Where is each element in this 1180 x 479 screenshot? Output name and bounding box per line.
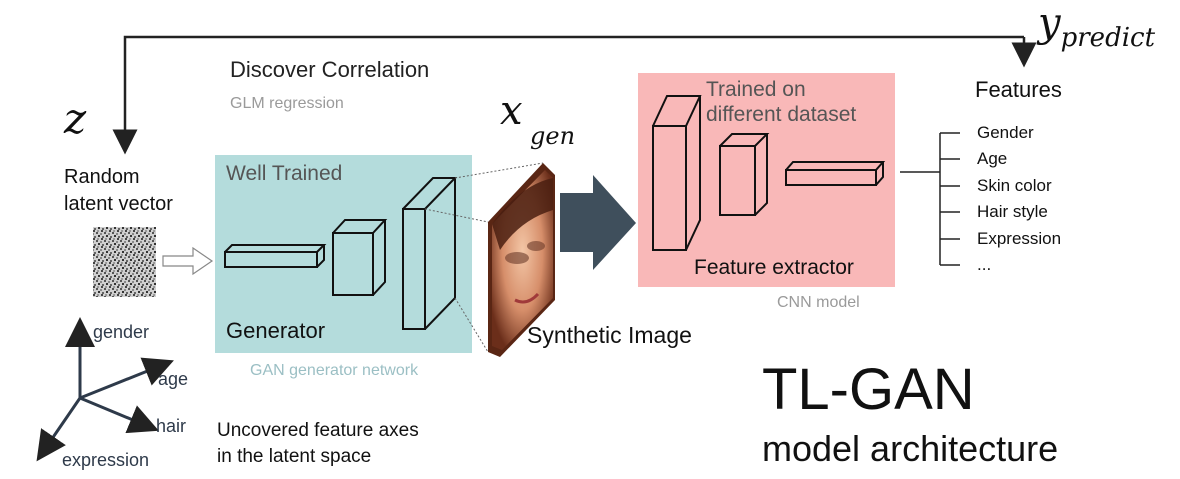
feature-item: Expression <box>977 229 1062 248</box>
axis-label-hair: hair <box>156 416 187 436</box>
extractor-name: Feature extractor <box>694 256 854 279</box>
diagram-title: TL-GAN <box>762 357 975 422</box>
x-symbol: x <box>500 88 523 134</box>
axes-caption-line1: Uncovered feature axes <box>217 420 419 441</box>
generator-box <box>215 155 472 353</box>
z-symbol: z <box>64 94 87 143</box>
discover-subtitle: GLM regression <box>230 95 344 112</box>
feature-item: Gender <box>977 123 1034 142</box>
y-predict-label: ypredict <box>1038 0 1155 53</box>
features-tree <box>900 132 960 266</box>
x-gen-label: x <box>500 88 523 134</box>
extractor-top-label-line1: Trained on <box>706 78 806 101</box>
synthetic-face-image <box>488 163 555 357</box>
generator-caption: GAN generator network <box>250 362 419 379</box>
axis-label-age: age <box>158 369 189 389</box>
extractor-layers <box>652 95 886 251</box>
input-label-line1: Random <box>64 166 140 188</box>
latent-axes <box>36 317 174 462</box>
feature-item: Age <box>977 149 1008 168</box>
projection-lines <box>424 162 544 353</box>
features-title: Features <box>975 77 1062 102</box>
y-symbol: y <box>1038 0 1061 46</box>
generator-top-label: Well Trained <box>226 162 343 185</box>
discover-title: Discover Correlation <box>230 57 430 82</box>
extractor-top-label-line2: different dataset <box>706 103 857 126</box>
image-caption: Synthetic Image <box>527 322 692 348</box>
feature-item: Skin color <box>977 176 1052 195</box>
extractor-caption: CNN model <box>777 294 860 311</box>
to-extractor-arrow <box>560 175 636 270</box>
axis-label-gender: gender <box>93 322 150 342</box>
y-subscript: predict <box>1060 23 1156 53</box>
feature-item: ... <box>977 255 992 274</box>
input-label-line2: latent vector <box>64 193 173 215</box>
diagram-subtitle: model architecture <box>762 428 1059 469</box>
axes-caption-line2: in the latent space <box>217 446 372 467</box>
input-arrow <box>162 246 214 276</box>
feature-item: Hair style <box>977 202 1048 221</box>
x-subscript: gen <box>530 122 576 150</box>
latent-noise-image <box>93 227 156 297</box>
generator-name: Generator <box>226 318 326 343</box>
axis-label-expression: expression <box>62 450 150 470</box>
feedback-loop-arrow <box>112 35 1037 155</box>
